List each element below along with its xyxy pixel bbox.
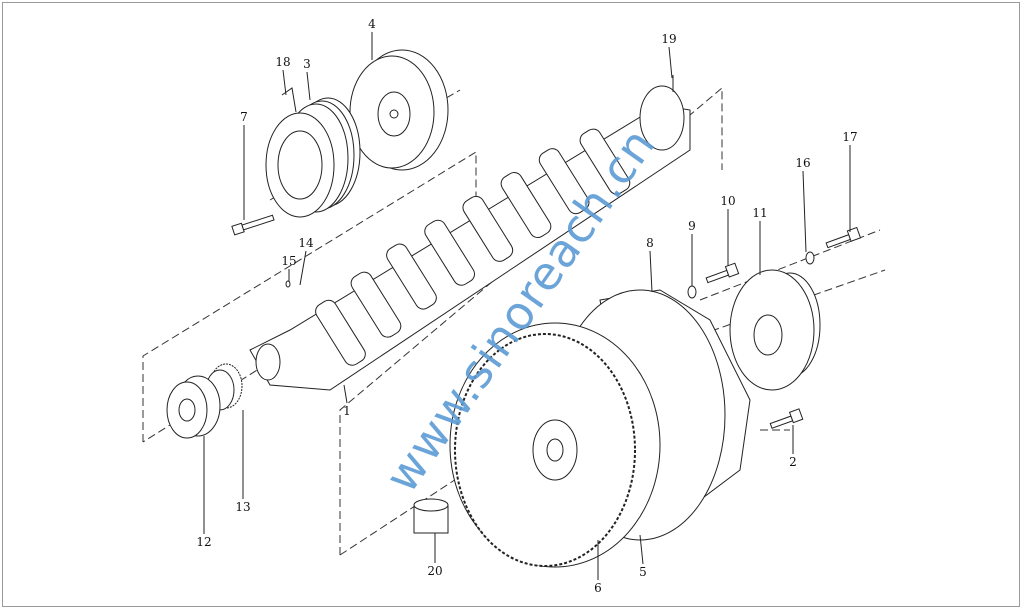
part-label-2: 2	[789, 455, 797, 469]
bolt-7-drawing	[231, 214, 275, 236]
part-label-3: 3	[303, 57, 311, 71]
cover-11-drawing	[729, 269, 821, 391]
part-label-9: 9	[688, 219, 696, 233]
bush-20-drawing	[413, 498, 449, 534]
pulley-4-drawing	[349, 49, 449, 171]
part-label-11: 11	[752, 206, 768, 220]
part-label-20: 20	[427, 564, 443, 578]
part-label-7: 7	[240, 110, 248, 124]
flywheel-6-drawing	[449, 322, 661, 568]
part-label-5: 5	[639, 565, 647, 579]
part-label-16: 16	[795, 156, 811, 170]
part-label-12: 12	[196, 535, 212, 549]
bearing-12-drawing	[166, 375, 221, 439]
small-bolts-drawing	[285, 226, 862, 429]
part-label-19: 19	[661, 32, 677, 46]
crankshaft-drawing	[249, 75, 691, 391]
part-label-17: 17	[842, 130, 858, 144]
part-label-13: 13	[235, 500, 251, 514]
part-label-15: 15	[281, 254, 297, 268]
part-label-1: 1	[343, 404, 351, 418]
part-label-8: 8	[646, 236, 654, 250]
part-label-14: 14	[298, 236, 314, 250]
part-label-10: 10	[720, 194, 736, 208]
part-label-4: 4	[368, 17, 376, 31]
part-label-6: 6	[594, 581, 602, 595]
pulley-3-drawing	[265, 87, 361, 218]
leader-lines	[203, 32, 851, 580]
part-label-18: 18	[275, 55, 291, 69]
